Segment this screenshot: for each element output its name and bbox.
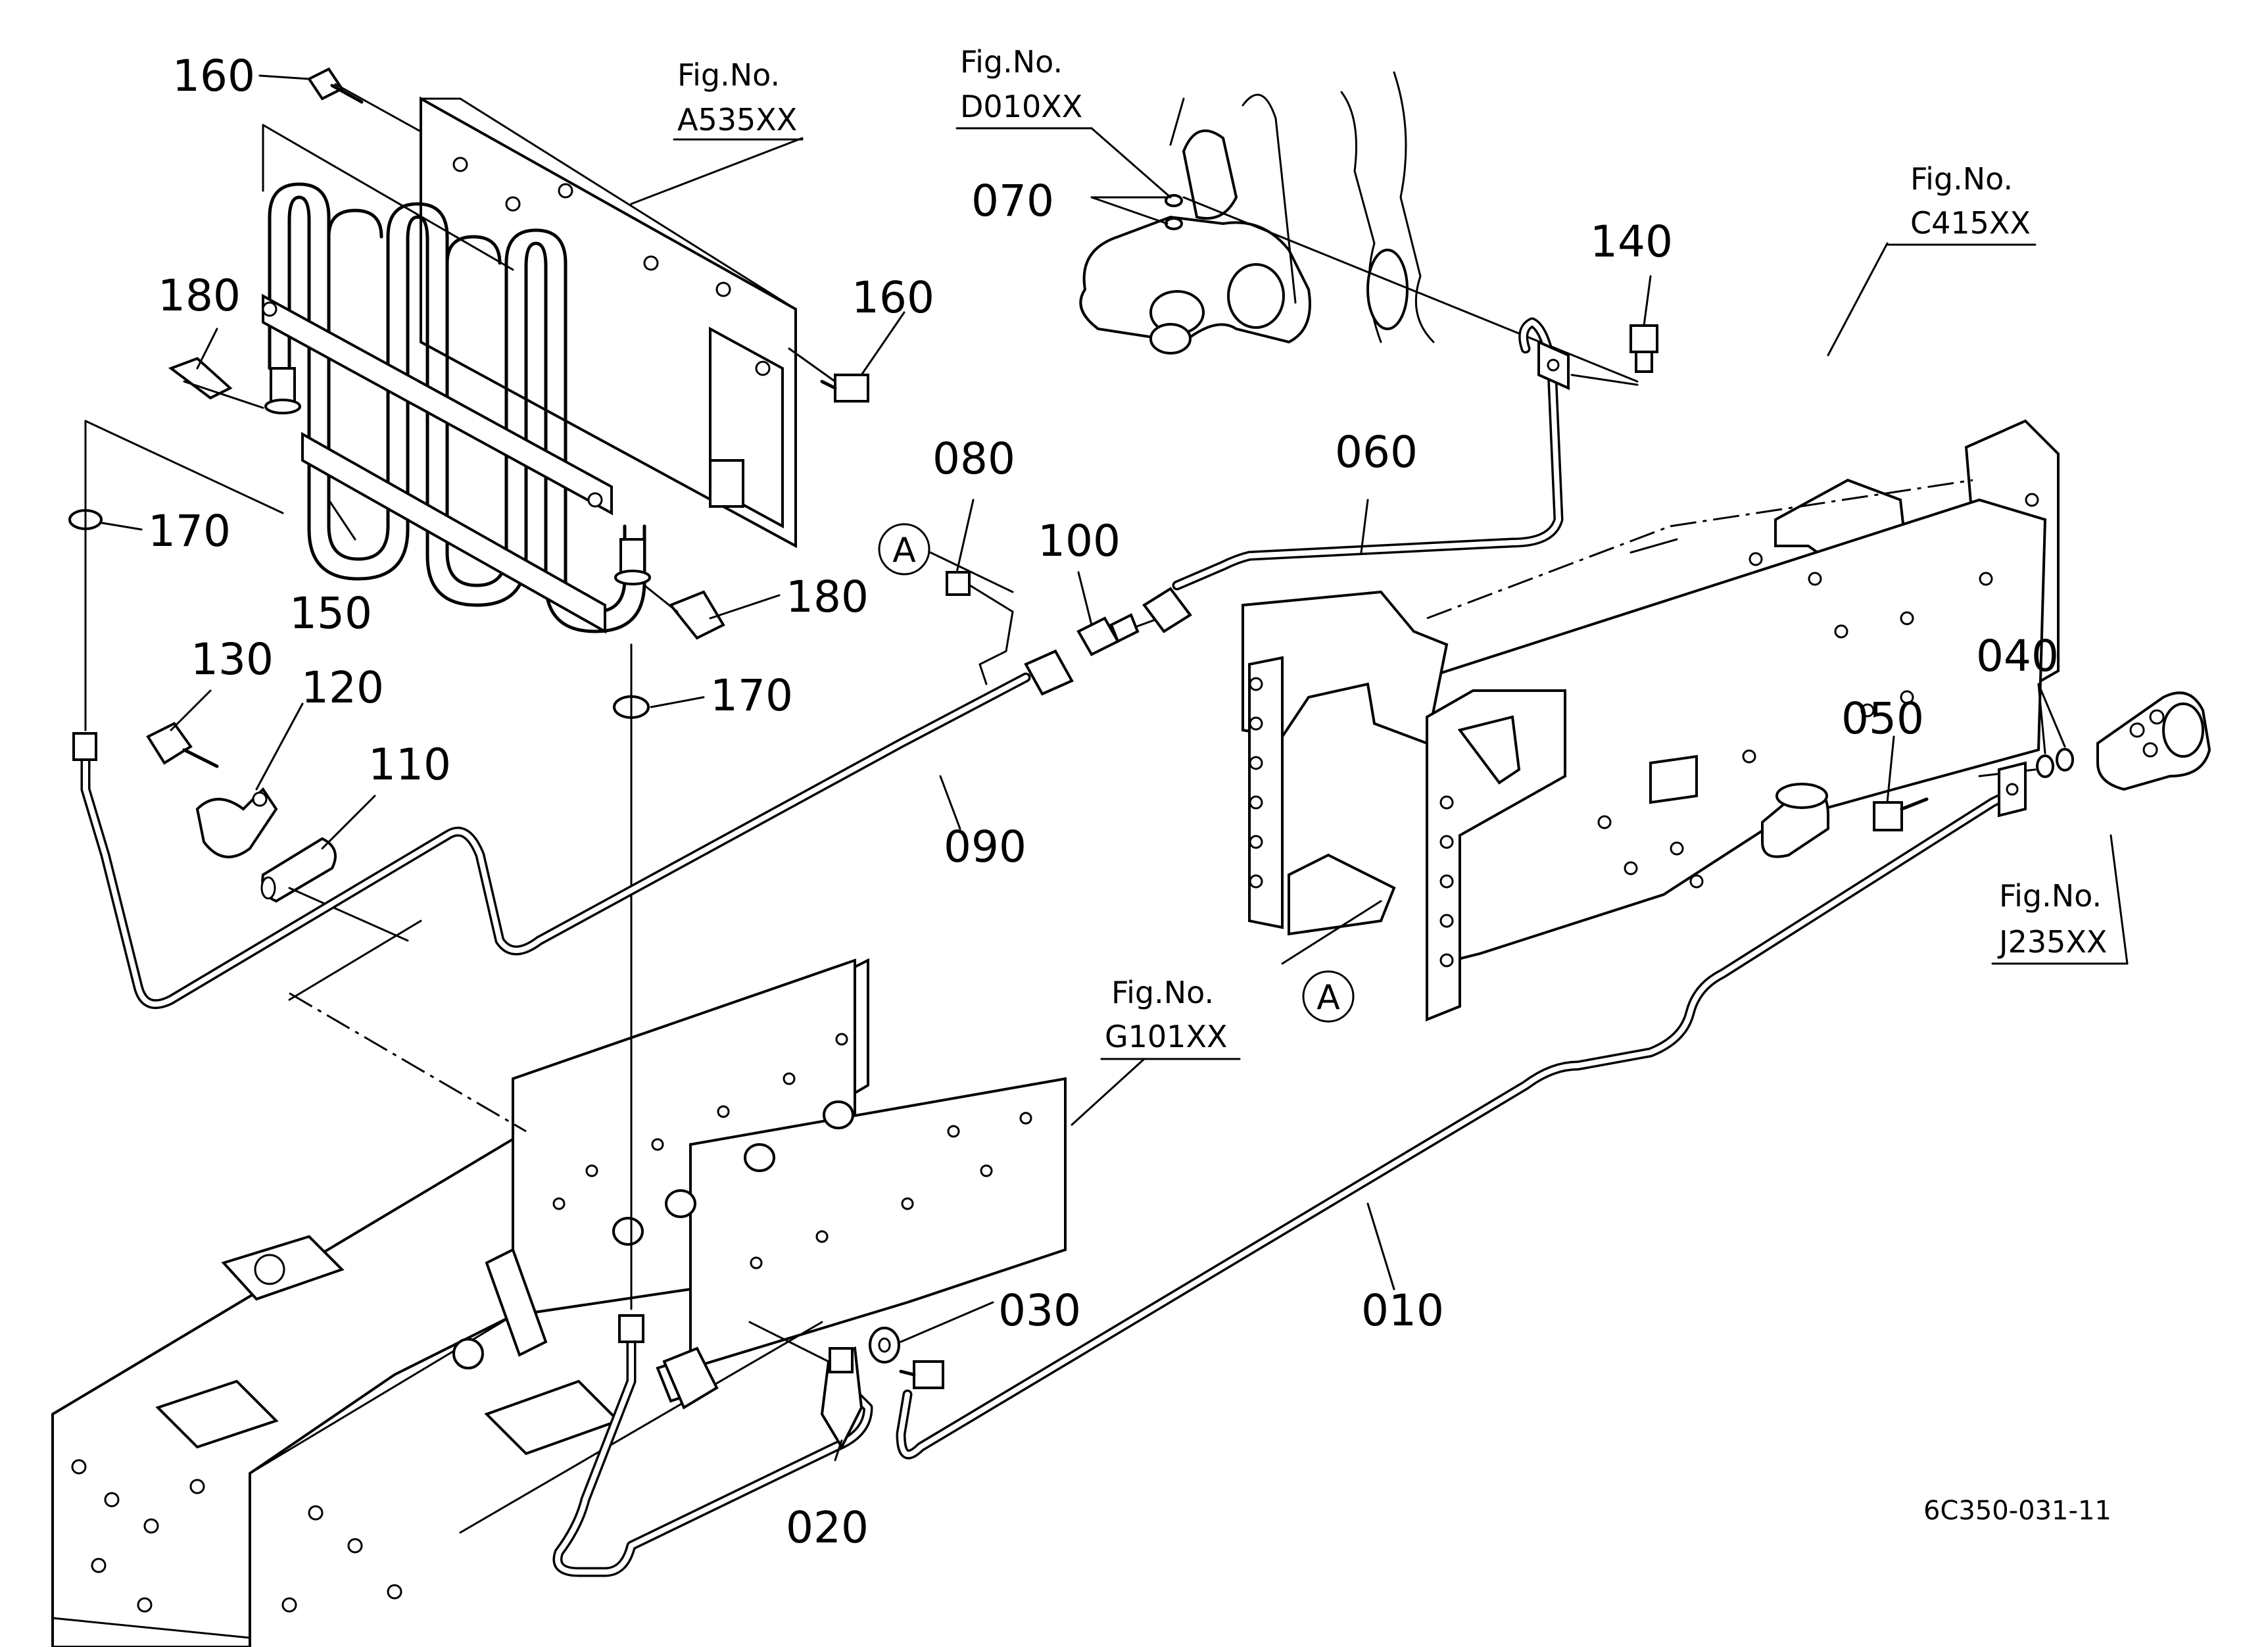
pipe-clamp-020 [820, 1346, 863, 1450]
bolt-160-lower [788, 347, 869, 403]
label-040: 040 [1976, 631, 2059, 681]
label-110: 110 [368, 739, 451, 790]
fig-ref-c415xx: Fig.No. C415XX [1886, 161, 2037, 246]
bracket-holes [452, 157, 771, 376]
leader-lines [101, 74, 2129, 1462]
cooler-tubes [268, 182, 646, 633]
svg-text:Fig.No.: Fig.No. [1111, 975, 1214, 1010]
svg-text:J235XX: J235XX [1997, 924, 2107, 960]
cushion-110 [260, 837, 337, 903]
hydraulic-pump [1079, 71, 1435, 355]
fitting-060-end [1142, 587, 1192, 633]
frame-bosses [452, 1100, 854, 1369]
bolt-140 [1570, 324, 1658, 386]
bolt-030 [899, 1360, 944, 1389]
label-170-left: 170 [148, 506, 231, 556]
o-ring-070-lower [1165, 217, 1183, 230]
oil-cooler-assembly [262, 96, 797, 634]
filter-head [2096, 691, 2211, 791]
nut-080 [946, 571, 1014, 685]
pipe-090 [80, 672, 1031, 1010]
frame-holes [71, 1033, 1032, 1613]
clamp-120 [195, 787, 278, 858]
fig-ref-d010xx: Fig.No. D010XX [955, 44, 1093, 130]
label-120: 120 [301, 662, 384, 713]
pipe-060-bracket [1537, 339, 1570, 391]
drawing-code: 6C350-031-11 [1923, 1496, 2111, 1526]
label-050: 050 [1841, 693, 1924, 744]
o-ring-040-left [2036, 754, 2054, 778]
frame-cylinder [1761, 783, 1829, 858]
adapter-100 [1076, 610, 1178, 656]
svg-text:A535XX: A535XX [677, 102, 797, 137]
clip-180-upper [168, 356, 264, 409]
pipe-090-nut [72, 649, 1074, 761]
main-frame [1242, 419, 2060, 1021]
label-070: 070 [971, 176, 1054, 226]
block-small [662, 1346, 719, 1410]
ref-mark-a-lower: A [1281, 900, 1382, 1023]
label-030: 030 [998, 1285, 1081, 1336]
svg-text:Fig.No.: Fig.No. [1999, 878, 2102, 914]
label-160-lower: 160 [852, 272, 934, 323]
label-100: 100 [1038, 516, 1121, 566]
ref-mark-a-upper: A [878, 523, 1014, 593]
label-020: 020 [786, 1502, 869, 1553]
pipe-020 [552, 1314, 873, 1577]
svg-text:Fig.No.: Fig.No. [960, 44, 1063, 80]
label-160-upper: 160 [172, 51, 255, 101]
washer-030 [869, 1327, 900, 1364]
svg-text:C415XX: C415XX [1910, 205, 2031, 241]
label-060: 060 [1335, 427, 1418, 478]
label-080: 080 [932, 433, 1015, 484]
pipe-060 [1172, 317, 1564, 591]
label-150: 150 [289, 588, 372, 639]
pipe-010 [896, 784, 2024, 1460]
label-140: 140 [1590, 216, 1673, 267]
fig-ref-j235xx: Fig.No. J235XX [1991, 878, 2129, 965]
bolt-160-upper [307, 67, 422, 133]
svg-text:G101XX: G101XX [1105, 1019, 1227, 1054]
label-010: 010 [1361, 1285, 1444, 1336]
svg-text:A: A [892, 531, 916, 570]
main-frame-holes [1249, 493, 2039, 968]
label-170-center: 170 [710, 670, 793, 721]
o-ring-040-right [2056, 748, 2074, 772]
label-090: 090 [944, 822, 1026, 872]
fig-ref-g101xx: Fig.No. G101XX [1100, 975, 1241, 1060]
svg-text:Fig.No.: Fig.No. [677, 57, 780, 93]
label-130: 130 [191, 634, 274, 685]
fig-ref-a535xx: Fig.No. A535XX [673, 57, 804, 141]
o-ring-070-upper [1165, 194, 1183, 207]
label-180-lower: 180 [786, 572, 869, 622]
part-number-labels: 160 160 180 180 170 170 150 130 120 110 … [148, 51, 2059, 1553]
label-180-upper: 180 [158, 270, 241, 321]
svg-text:A: A [1316, 978, 1340, 1018]
svg-text:D010XX: D010XX [960, 89, 1082, 124]
bolt-130 [146, 722, 219, 768]
clip-180-lower [643, 584, 725, 640]
bolt-050 [1873, 797, 1929, 831]
pipe-010-bracket [1998, 761, 2027, 818]
figure-refs: Fig.No. A535XX Fig.No. D010XX Fig.No. C4… [673, 44, 2129, 1060]
svg-text:Fig.No.: Fig.No. [1910, 161, 2013, 197]
